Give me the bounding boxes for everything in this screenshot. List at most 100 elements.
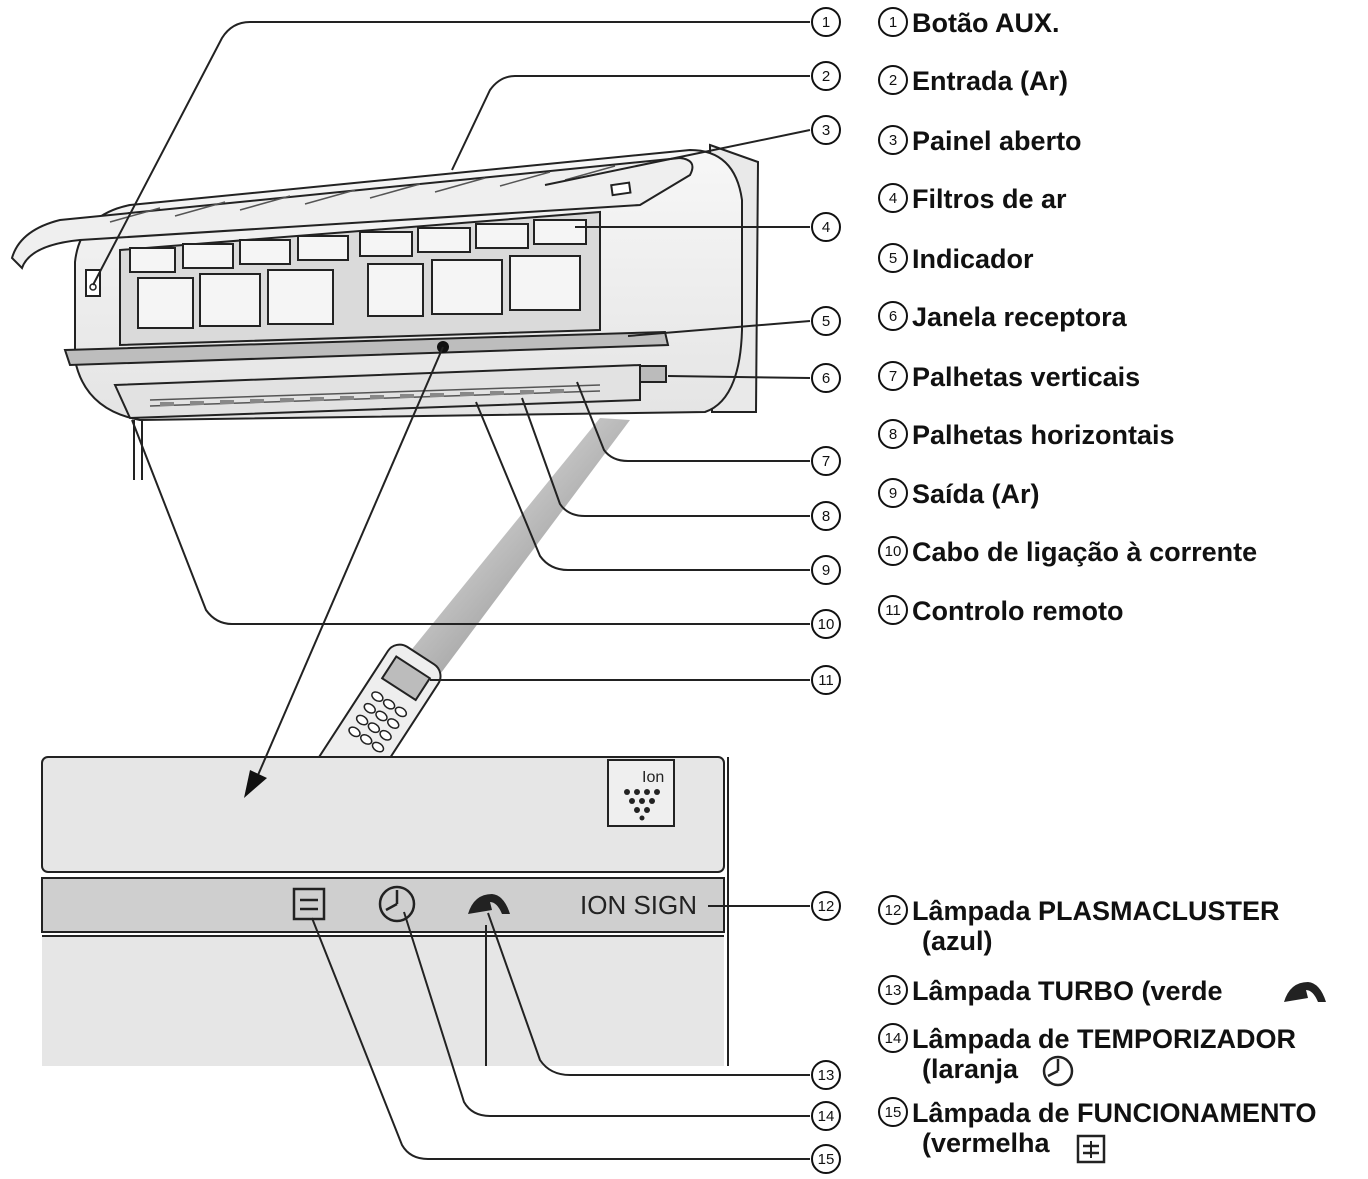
svg-text:Palhetas horizontais: Palhetas horizontais [912, 420, 1175, 450]
svg-text:9: 9 [889, 485, 897, 502]
svg-text:13: 13 [885, 982, 902, 999]
svg-text:Entrada (Ar): Entrada (Ar) [912, 66, 1068, 96]
svg-text:Indicador: Indicador [912, 244, 1034, 274]
legend-item-9: 9 Saída (Ar) [878, 478, 1040, 509]
svg-text:(laranja: (laranja [922, 1054, 1019, 1084]
run-lamp-icon [292, 887, 326, 921]
svg-text:Palhetas verticais: Palhetas verticais [912, 362, 1140, 392]
svg-text:11: 11 [885, 602, 901, 619]
ion-logo-text: Ion [642, 769, 664, 786]
lid-badge [610, 181, 632, 197]
remote-signal-beam [395, 418, 630, 685]
svg-text:Painel aberto: Painel aberto [912, 126, 1082, 156]
svg-text:10: 10 [818, 616, 835, 633]
legend: 1 Botão AUX. 2 Entrada (Ar) 3 Painel aberto… [878, 7, 1326, 1164]
svg-text:Filtros de ar: Filtros de ar [912, 184, 1067, 214]
svg-text:Lâmpada TURBO (verde: Lâmpada TURBO (verde [912, 976, 1223, 1006]
turbo-icon [468, 894, 510, 914]
callout-markers: 1 2 3 4 5 6 7 8 9 10 11 12 13 14 15 [811, 7, 841, 1174]
marker-9: 9 [811, 555, 841, 585]
svg-text:8: 8 [889, 426, 897, 443]
svg-text:13: 13 [818, 1067, 835, 1084]
power-cable [133, 420, 143, 480]
svg-text:10: 10 [885, 543, 902, 560]
timer-clock-icon [378, 885, 416, 923]
svg-text:7: 7 [889, 368, 897, 385]
svg-text:11: 11 [818, 672, 834, 689]
air-filter-right[interactable] [359, 219, 587, 317]
remote-buttons[interactable] [347, 690, 408, 754]
svg-text:5: 5 [822, 313, 830, 330]
legend-item-13: 13 Lâmpada TURBO (verde [878, 975, 1326, 1006]
svg-text:Saída (Ar): Saída (Ar) [912, 479, 1040, 509]
legend-item-6: 6 Janela receptora [878, 301, 1128, 332]
marker-14: 14 [811, 1101, 841, 1131]
ion-grape-icon [624, 789, 660, 821]
horizontal-louvers[interactable] [160, 389, 564, 406]
svg-text:8: 8 [822, 508, 830, 525]
ion-logo-box [607, 759, 675, 827]
marker-6: 6 [811, 363, 841, 393]
display-panel-detail: Ion ION SIGN [41, 756, 729, 1066]
marker-2: 2 [811, 61, 841, 91]
panel-bottom [42, 936, 724, 1066]
svg-text:Cabo de ligação à corrente: Cabo de ligação à corrente [912, 537, 1257, 567]
svg-text:2: 2 [822, 68, 830, 85]
svg-text:6: 6 [889, 308, 897, 325]
legend-item-2: 2 Entrada (Ar) [878, 65, 1068, 96]
remote-display [380, 655, 432, 702]
svg-text:14: 14 [818, 1108, 835, 1125]
panel-strip [41, 877, 725, 933]
ion-sign-text: ION SIGN [580, 890, 697, 920]
marker-7: 7 [811, 446, 841, 476]
svg-text:Lâmpada PLASMACLUSTER: Lâmpada PLASMACLUSTER [912, 896, 1280, 926]
svg-text:3: 3 [822, 122, 830, 139]
svg-text:6: 6 [822, 370, 830, 387]
marker-11: 11 [811, 665, 841, 695]
svg-text:1: 1 [822, 14, 830, 31]
svg-text:5: 5 [889, 250, 897, 267]
marker-10: 10 [811, 609, 841, 639]
svg-text:Janela receptora: Janela receptora [912, 302, 1128, 332]
marker-4: 4 [811, 212, 841, 242]
svg-text:12: 12 [885, 902, 902, 919]
svg-text:(vermelha: (vermelha [922, 1128, 1051, 1158]
svg-text:Controlo remoto: Controlo remoto [912, 596, 1123, 626]
svg-text:14: 14 [885, 1030, 902, 1047]
svg-text:4: 4 [822, 219, 830, 236]
svg-text:Lâmpada de TEMPORIZADOR: Lâmpada de TEMPORIZADOR [912, 1024, 1296, 1054]
air-filter-left[interactable] [129, 235, 349, 329]
marker-13: 13 [811, 1060, 841, 1090]
indicator-strip [63, 330, 670, 367]
svg-text:9: 9 [822, 562, 830, 579]
svg-text:1: 1 [889, 14, 897, 31]
svg-text:Botão AUX.: Botão AUX. [912, 8, 1060, 38]
svg-text:(azul): (azul) [922, 926, 993, 956]
legend-item-14: 14 Lâmpada de TEMPORIZADOR (laranja [878, 1023, 1296, 1087]
indoor-unit [10, 143, 760, 480]
svg-text:15: 15 [885, 1104, 902, 1121]
svg-text:12: 12 [818, 898, 835, 915]
marker-1: 1 [811, 7, 841, 37]
legend-item-8: 8 Palhetas horizontais [878, 419, 1175, 450]
detail-pointer-line [254, 346, 444, 783]
panel-top [41, 756, 725, 873]
open-front-panel[interactable] [10, 156, 694, 270]
marker-5: 5 [811, 306, 841, 336]
svg-text:7: 7 [822, 453, 830, 470]
marker-15: 15 [811, 1144, 841, 1174]
legend-item-11: 11 Controlo remoto [878, 595, 1123, 626]
air-outlet [113, 363, 641, 420]
legend-timer-icon [1042, 1055, 1074, 1087]
marker-12: 12 [811, 891, 841, 921]
leader-lines [92, 21, 811, 1160]
svg-text:Lâmpada de FUNCIONAMENTO: Lâmpada de FUNCIONAMENTO [912, 1098, 1317, 1128]
air-inlet-grille [109, 165, 616, 223]
legend-item-3: 3 Painel aberto [878, 125, 1082, 156]
svg-text:3: 3 [889, 132, 897, 149]
legend-item-10: 10 Cabo de ligação à corrente [878, 536, 1257, 567]
svg-text:15: 15 [818, 1151, 835, 1168]
svg-text:2: 2 [889, 72, 897, 89]
